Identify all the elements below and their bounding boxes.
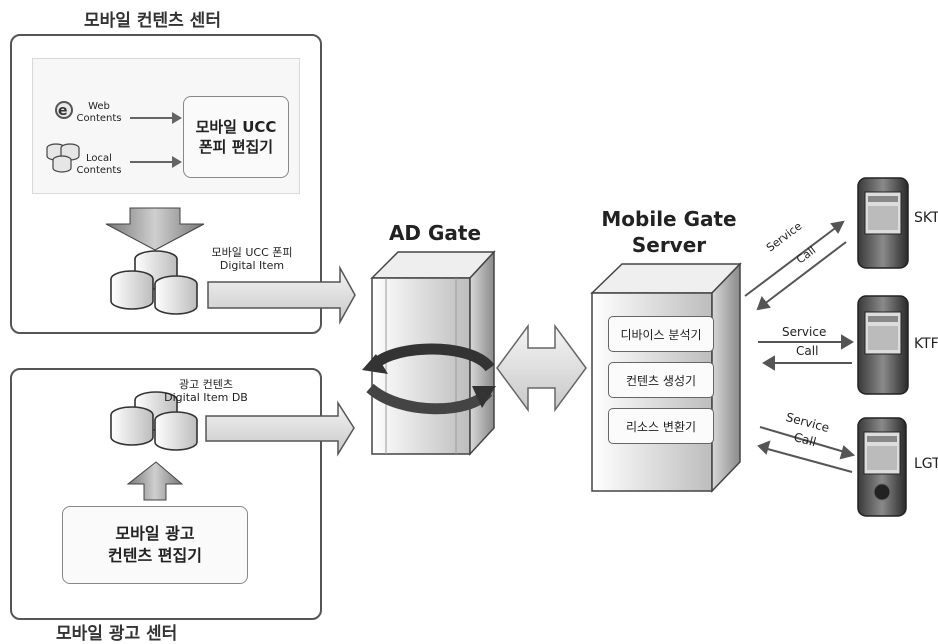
phone-skt-icon	[857, 177, 909, 269]
content-generator-module: 컨텐츠 생성기	[608, 362, 714, 398]
device-analyzer-module: 디바이스 분석기	[608, 316, 714, 352]
bidirectional-arrow	[496, 323, 587, 413]
local-contents-icon	[46, 143, 80, 173]
ad-gate-title: AD Gate	[388, 221, 482, 245]
lgt-carrier-label: LGT	[914, 456, 938, 472]
arrow-web-to-editor	[130, 112, 182, 124]
ad-gate-server-icon	[362, 250, 496, 456]
arrow-local-to-editor	[130, 156, 182, 168]
mobile-gate-server-title: Mobile Gate Server	[601, 207, 737, 257]
ucc-digital-item-label: 모바일 UCC 폰피 Digital Item	[211, 246, 293, 272]
skt-arrows	[744, 220, 847, 311]
mobile-ad-center-title: 모바일 광고 센터	[56, 624, 178, 644]
down-arrow-ucc	[105, 207, 205, 251]
phone-lgt-icon	[857, 417, 907, 517]
ktf-call-label: Call	[796, 344, 819, 358]
resource-converter-module: 리소스 변환기	[608, 408, 714, 444]
arrow-ucc-to-adgate	[207, 265, 356, 325]
web-contents-icon: e	[55, 101, 73, 119]
ktf-carrier-label: KTF	[914, 336, 938, 352]
lgt-arrows	[757, 426, 856, 473]
ucc-digital-item-db-icon	[110, 250, 198, 315]
ad-digital-item-db-icon	[110, 391, 198, 451]
mobile-content-center-title: 모바일 컨텐츠 센터	[84, 11, 221, 31]
ucc-editor-box: 모바일 UCC 폰피 편집기	[183, 96, 289, 178]
svg-text:e: e	[58, 103, 68, 119]
arrow-ad-to-adgate	[205, 400, 355, 457]
ucc-editor-label: 모바일 UCC 폰피 편집기	[195, 118, 277, 156]
up-arrow-ad	[126, 461, 184, 501]
web-contents-label: Web Contents	[76, 101, 122, 124]
ktf-service-label: Service	[782, 325, 827, 339]
ad-editor-box: 모바일 광고 컨텐츠 편집기	[62, 506, 248, 584]
ad-editor-label: 모바일 광고 컨텐츠 편집기	[108, 524, 202, 565]
ktf-arrows	[758, 334, 854, 371]
local-contents-label: Local Contents	[76, 153, 122, 176]
skt-carrier-label: SKT	[914, 210, 938, 226]
phone-ktf-icon	[857, 295, 909, 395]
ad-db-label: 광고 컨텐츠 Digital Item DB	[164, 378, 248, 404]
